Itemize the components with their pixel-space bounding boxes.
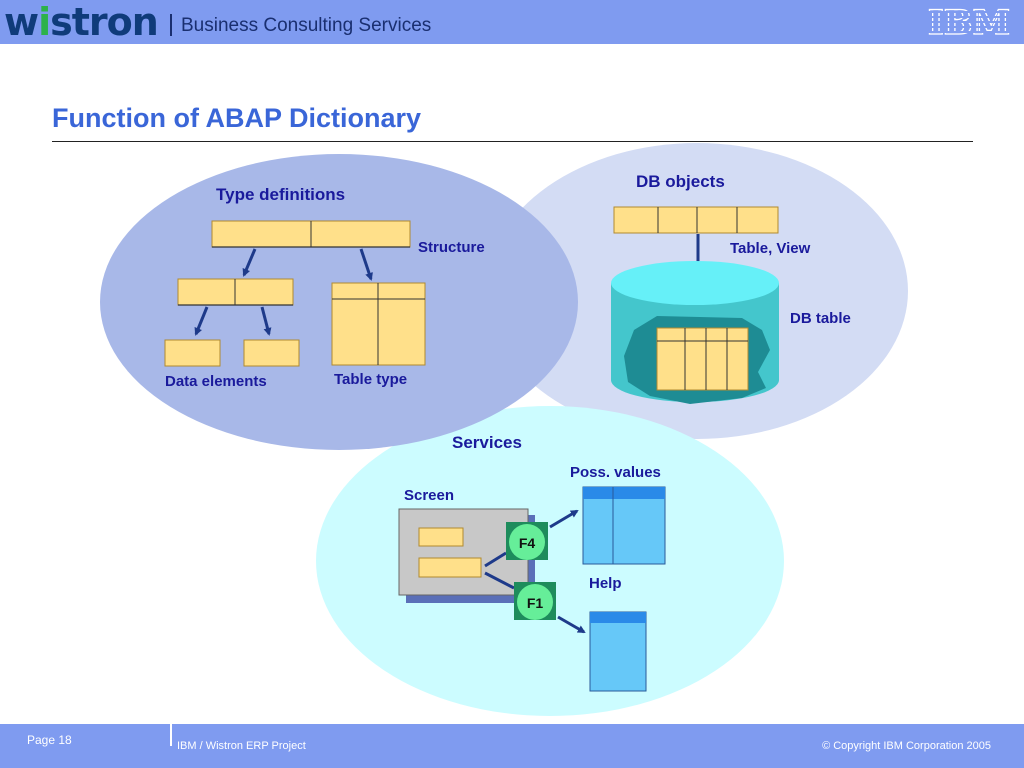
poss-values-label: Poss. values bbox=[570, 464, 661, 481]
footer-project: IBM / Wistron ERP Project bbox=[177, 740, 306, 752]
data-element-2 bbox=[243, 339, 300, 367]
footer-copyright: © Copyright IBM Corporation 2005 bbox=[822, 740, 991, 752]
line-field-to-f4 bbox=[484, 551, 507, 568]
table-view-label: Table, View bbox=[730, 240, 811, 257]
type-definitions-label: Type definitions bbox=[216, 185, 345, 204]
footer-separator bbox=[170, 724, 172, 746]
f1-key: F1 bbox=[514, 582, 556, 620]
f1-label: F1 bbox=[527, 595, 544, 611]
header-bar: wistron Business Consulting Services IBM bbox=[0, 0, 1024, 44]
table-view-fields bbox=[613, 206, 779, 234]
f4-key: F4 bbox=[506, 522, 548, 560]
arrow-structure-right bbox=[359, 248, 373, 281]
structure-fields bbox=[211, 220, 411, 248]
sub-structure-fields bbox=[177, 278, 294, 306]
services-ellipse bbox=[316, 406, 784, 716]
data-elements-label: Data elements bbox=[165, 373, 267, 390]
table-type-label: Table type bbox=[334, 371, 407, 388]
arrow-structure-left bbox=[242, 248, 257, 277]
screen-label: Screen bbox=[404, 487, 454, 504]
poss-values-list bbox=[582, 486, 666, 565]
services-label: Services bbox=[452, 433, 522, 452]
title-divider bbox=[52, 141, 973, 142]
help-window bbox=[589, 611, 647, 692]
page-number: Page 18 bbox=[27, 733, 72, 747]
db-table-label: DB table bbox=[790, 310, 851, 327]
f4-label: F4 bbox=[519, 535, 536, 551]
table-type-grid bbox=[331, 282, 426, 366]
data-element-1 bbox=[164, 339, 221, 367]
header-separator bbox=[170, 14, 172, 36]
arrow-f4-to-poss-values bbox=[549, 509, 579, 529]
footer-bar: Page 18 IBM / Wistron ERP Project © Copy… bbox=[0, 724, 1024, 768]
line-field-to-f1 bbox=[484, 571, 515, 590]
header-subtitle: Business Consulting Services bbox=[181, 15, 432, 36]
structure-label: Structure bbox=[418, 239, 485, 256]
db-table-cylinder bbox=[611, 261, 779, 404]
wistron-logo: wistron bbox=[4, 0, 159, 44]
db-objects-label: DB objects bbox=[636, 172, 725, 191]
arrow-to-data-element-2 bbox=[260, 306, 272, 336]
arrow-to-data-element-1 bbox=[194, 306, 209, 336]
ibm-logo: IBM bbox=[924, 4, 1014, 40]
page-title: Function of ABAP Dictionary bbox=[52, 103, 422, 133]
help-label: Help bbox=[589, 575, 622, 592]
arrow-f1-to-help bbox=[557, 615, 586, 634]
